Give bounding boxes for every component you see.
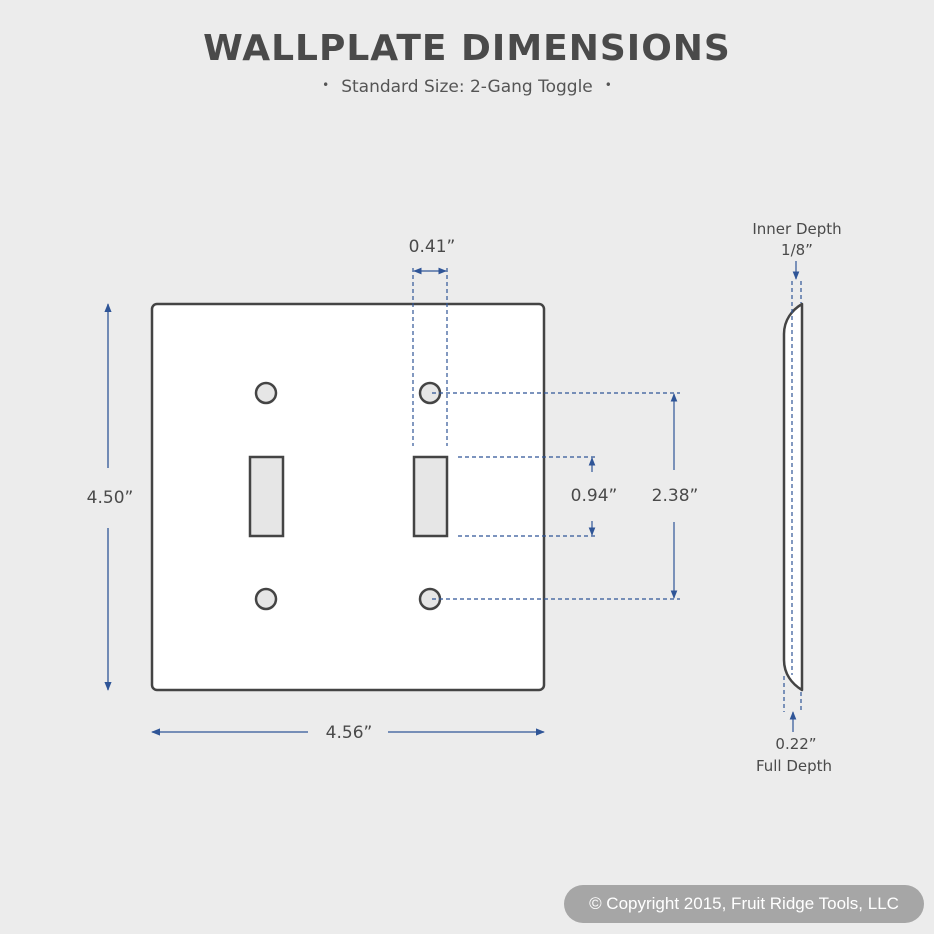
- bullet-icon: •: [604, 78, 612, 92]
- full-depth-value: 0.22”: [775, 735, 816, 753]
- toggle-opening: [248, 455, 285, 538]
- subtitle-text: Standard Size: 2-Gang Toggle: [341, 77, 593, 97]
- full-depth-label: Full Depth: [756, 757, 832, 775]
- screw-spacing-label: 2.38”: [652, 486, 699, 506]
- inner-depth-dimension: [791, 261, 802, 675]
- full-depth-dimension: [783, 676, 802, 732]
- toggle-height-dimension: [458, 456, 598, 537]
- copyright-badge: © Copyright 2015, Fruit Ridge Tools, LLC: [564, 885, 924, 923]
- toggle-height-label: 0.94”: [571, 486, 618, 506]
- screw-spacing-dimension: [432, 392, 680, 600]
- inner-depth-label: Inner Depth: [752, 220, 841, 238]
- screw-hole-icon: [254, 381, 278, 405]
- bullet-icon: •: [322, 78, 330, 92]
- inner-depth-value: 1/8”: [781, 241, 813, 259]
- toggle-opening: [412, 455, 449, 538]
- page-subtitle: • Standard Size: 2-Gang Toggle •: [0, 77, 934, 97]
- page-title: WALLPLATE DIMENSIONS: [203, 28, 731, 69]
- screw-hole-icon: [418, 587, 442, 611]
- wallplate-side-profile: [782, 302, 804, 692]
- width-label: 4.56”: [326, 723, 373, 743]
- screw-hole-icon: [254, 587, 278, 611]
- height-label: 4.50”: [87, 488, 134, 508]
- wallplate-front: [150, 302, 546, 692]
- screw-hole-icon: [418, 381, 442, 405]
- toggle-width-label: 0.41”: [409, 237, 456, 257]
- toggle-width-dimension: [412, 267, 448, 446]
